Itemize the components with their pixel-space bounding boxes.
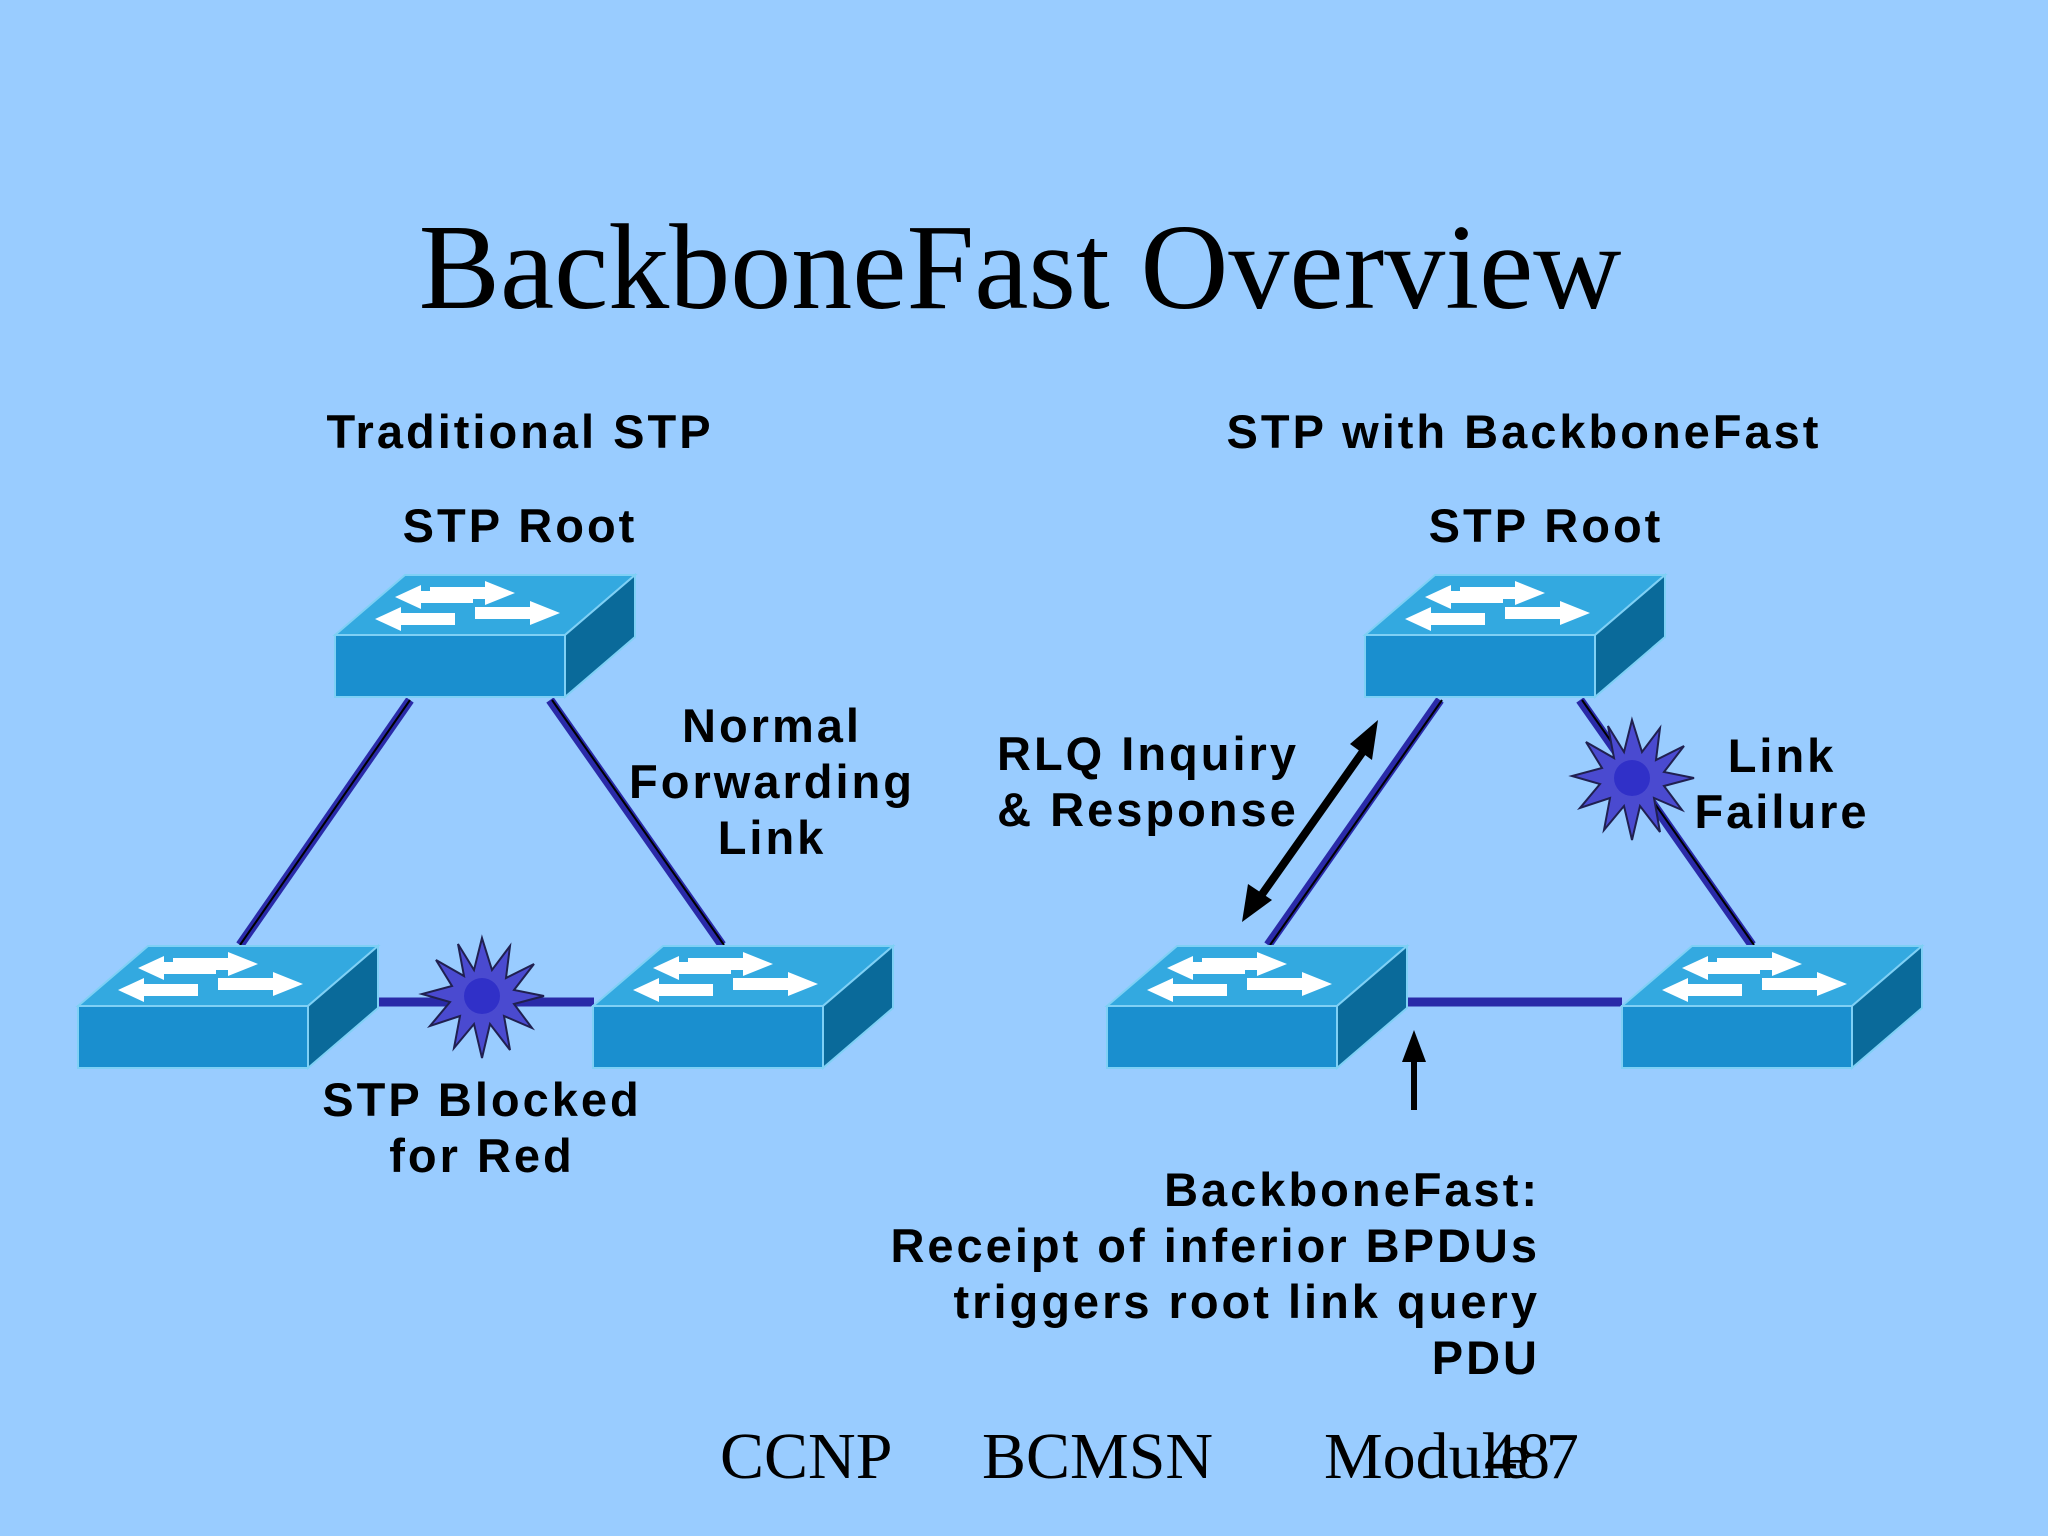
rlq-line1: RLQ Inquiry [997,727,1299,780]
link-failure-line2: Failure [1694,785,1869,838]
left-panel: Traditional STP STP Root Normal Forwardi… [77,405,915,1182]
slide-title: BackboneFast Overview [419,200,1622,335]
left-normal-link-line3: Link [718,811,827,864]
backbonefast-note-line2: Receipt of inferior BPDUs [890,1219,1540,1272]
footer-module: Module 7 [1324,1420,1579,1493]
right-lower-right-switch-icon [1621,945,1923,1069]
link-failure-line1: Link [1728,729,1837,782]
right-link-failure-burst-icon [1571,719,1695,841]
left-root-label: STP Root [403,499,638,552]
left-lower-left-switch-icon [77,945,379,1069]
left-blocked-burst-icon [421,937,545,1059]
rlq-double-arrow-icon [1242,720,1378,922]
slide-footer: CCNP BCMSN Module 7 48 [720,1420,1579,1493]
right-panel: STP with BackboneFast STP Root RLQ Inqui… [890,405,1923,1384]
right-root-switch-icon [1364,574,1666,698]
left-lower-right-switch-icon [592,945,894,1069]
right-panel-heading: STP with BackboneFast [1227,405,1822,458]
footer-exam: BCMSN [982,1420,1213,1493]
right-root-label: STP Root [1429,499,1664,552]
left-link-root-to-right-edge [551,699,725,946]
footer-course: CCNP [720,1420,892,1493]
left-blocked-line1: STP Blocked [322,1073,641,1126]
backbonefast-note-line4: PDU [1432,1331,1540,1384]
right-lower-left-switch-icon [1106,945,1408,1069]
left-root-switch-icon [334,574,636,698]
backbonefast-note-line3: triggers root link query [954,1275,1540,1328]
left-link-root-to-right [546,697,726,948]
left-blocked-line2: for Red [389,1129,575,1182]
footer-page-number: 48 [1484,1420,1550,1493]
up-arrow-icon [1402,1030,1426,1110]
rlq-line2: & Response [997,783,1299,836]
right-link-root-to-left [1264,697,1444,948]
left-normal-link-line2: Forwarding [629,755,915,808]
left-normal-link-line1: Normal [682,699,862,752]
right-link-root-to-right [1576,697,1756,948]
left-link-root-to-left-edge [239,699,411,946]
right-link-root-to-left-edge [1269,699,1443,946]
left-panel-heading: Traditional STP [326,405,713,458]
backbonefast-note-line1: BackboneFast: [1164,1163,1540,1216]
